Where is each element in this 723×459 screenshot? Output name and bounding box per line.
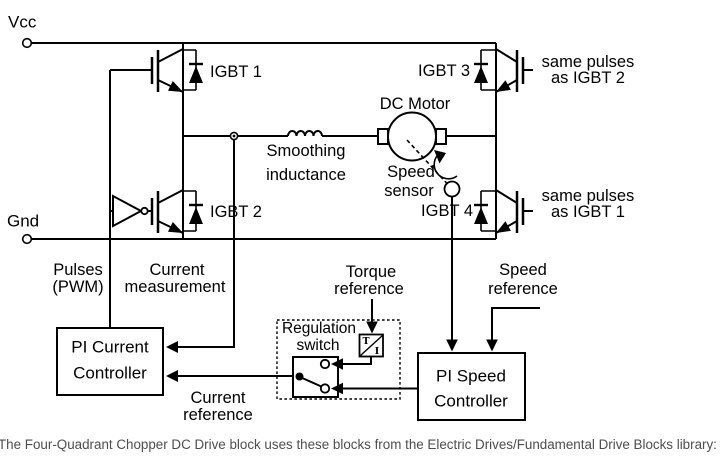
regulation-switch-dashed-box <box>276 319 401 400</box>
gnd-terminal <box>21 233 33 245</box>
igbt3-label: IGBT 3 <box>418 62 470 80</box>
regulation-switch-label-line1: Regulation <box>282 320 356 337</box>
same-pulses-igbt1-line2: as IGBT 1 <box>551 203 625 221</box>
smoothing-inductor <box>287 130 323 137</box>
torque-reference-label-line1: Torque <box>346 263 396 281</box>
not-gate-triangle <box>112 194 144 228</box>
igbt1-label: IGBT 1 <box>210 63 262 81</box>
dc-motor-label: DC Motor <box>380 95 451 113</box>
rotation-arrowhead <box>434 150 446 164</box>
igbt1-diode <box>189 66 203 83</box>
igbt2-emitter-arrow <box>168 222 183 233</box>
igbt2-symbol <box>150 189 203 234</box>
motor-brush-left <box>377 128 389 145</box>
smoothing-label-line2: inductance <box>266 166 346 184</box>
igbt1-symbol <box>110 48 203 93</box>
gnd-label: Gnd <box>7 212 39 231</box>
speed-sensor-symbol <box>406 139 461 198</box>
current-measurement-label-line1: Current <box>149 261 204 279</box>
igbt1-emitter-arrow <box>168 81 183 92</box>
pi-speed-controller-label-line1: PI Speed <box>436 367 506 386</box>
pi-current-controller-label-line1: PI Current <box>71 338 149 357</box>
not-gate-bubble <box>140 206 149 216</box>
igbt3-emitter-arrow <box>496 80 511 92</box>
speed-reference-label-line1: Speed <box>499 261 547 279</box>
motor-body <box>387 111 437 162</box>
current-reference-label-line1: Current <box>190 389 245 407</box>
igbt3-diode <box>474 66 488 83</box>
speed-sensor-label-line1: Speed <box>387 163 435 181</box>
igbt4-label: IGBT 4 <box>421 202 473 220</box>
inverter-gate <box>110 194 152 228</box>
current-measurement-arrowhead <box>166 341 178 353</box>
pi-speed-controller-box <box>417 352 526 421</box>
switch-lever <box>299 376 322 388</box>
rotation-arc <box>433 152 458 180</box>
same-pulses-igbt2-line2: as IGBT 2 <box>551 69 625 87</box>
speed-reference-arrowhead <box>486 339 498 352</box>
selector-switch <box>292 356 339 398</box>
current-measurement-wire <box>177 139 235 348</box>
pulses-label-line1: Pulses <box>53 261 103 279</box>
vcc-terminal <box>21 37 33 49</box>
switch-common-pole <box>295 372 304 381</box>
current-reference-arrowhead <box>166 370 178 382</box>
igbt4-emitter-arrow <box>496 221 511 233</box>
same-pulses-igbt1-line1: same pulses <box>542 187 635 205</box>
speed-feedback-arrowhead <box>446 339 458 352</box>
dc-motor-symbol <box>377 111 447 162</box>
torque-reference-arrowhead <box>366 321 378 334</box>
current-measurement-node <box>229 131 239 141</box>
speed-reference-label-line2: reference <box>488 280 558 298</box>
speed-reference-wire <box>491 307 540 340</box>
current-measurement-label-line2: measurement <box>125 278 226 296</box>
pulses-label-line2: (PWM) <box>52 278 103 296</box>
sensor-circle <box>443 180 461 198</box>
pi-current-controller-label-line2: Controller <box>73 364 147 383</box>
torque-symbol: T <box>362 336 369 347</box>
pi-speed-controller-label-line2: Controller <box>434 392 508 411</box>
igbt4-symbol <box>474 189 533 234</box>
switch-throw-bottom <box>319 383 331 394</box>
igbt3-symbol <box>474 48 533 93</box>
torque-to-switch-arrowhead <box>331 358 343 370</box>
igbt2-label: IGBT 2 <box>210 203 262 221</box>
pi-current-controller-box <box>56 327 164 396</box>
torque-to-current-converter: T I <box>358 333 384 358</box>
igbt4-diode <box>474 207 488 224</box>
same-pulses-igbt2-line1: same pulses <box>542 53 635 71</box>
igbt2-diode <box>189 207 203 224</box>
current-symbol: I <box>375 346 380 357</box>
torque-reference-label-line2: reference <box>334 280 404 298</box>
torque-to-switch-wire <box>342 356 372 365</box>
switch-throw-top <box>319 358 331 370</box>
caption-text: The Four-Quadrant Chopper DC Drive block… <box>0 437 717 452</box>
current-reference-label-line2: reference <box>183 406 253 424</box>
regulation-switch-label-line2: switch <box>296 337 339 354</box>
speed-sensor-label-line2: sensor <box>384 182 434 200</box>
smoothing-label-line1: Smoothing <box>267 142 346 160</box>
speed-to-switch-arrowhead <box>331 382 343 395</box>
motor-brush-right <box>435 128 447 145</box>
vcc-label: Vcc <box>8 13 37 32</box>
